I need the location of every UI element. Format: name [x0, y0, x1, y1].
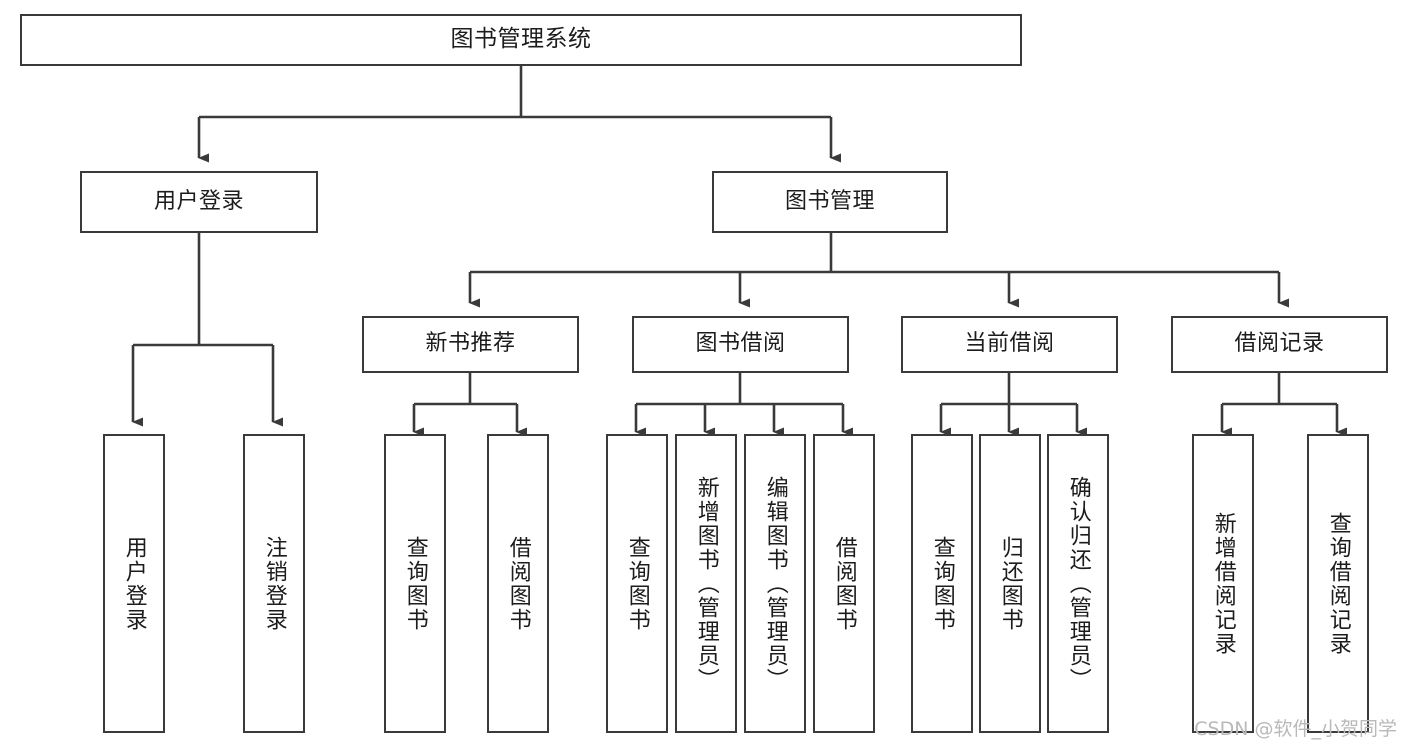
node-leaf-borrow-book[interactable]: 借阅图书	[813, 434, 875, 733]
node-leaf-borrow-book-recommend[interactable]: 借阅图书	[487, 434, 549, 733]
csdn-watermark: CSDN @软件_小贺同学	[1194, 718, 1397, 740]
node-label-leaf-borrow-book-recommend: 借阅图书	[505, 535, 531, 632]
node-leaf-query-book-recommend[interactable]: 查询图书	[384, 434, 446, 733]
node-label-leaf-query-borrow-record: 查询借阅记录	[1325, 511, 1351, 656]
node-label-leaf-query-book-current: 查询图书	[929, 535, 955, 632]
node-user-login[interactable]: 用户登录	[80, 171, 318, 233]
node-leaf-query-borrow-record[interactable]: 查询借阅记录	[1307, 434, 1369, 733]
current-borrow-connectors	[939, 373, 1087, 437]
borrow-record-connectors	[1220, 373, 1347, 437]
node-book-management[interactable]: 图书管理	[712, 171, 948, 233]
node-label-leaf-logout: 注销登录	[261, 535, 287, 632]
user-login-connectors	[131, 233, 283, 427]
node-leaf-user-login[interactable]: 用户登录	[103, 434, 165, 733]
book-borrow-connectors	[634, 373, 853, 437]
node-leaf-confirm-return-admin[interactable]: 确认归还（管理员）	[1047, 434, 1109, 733]
node-label-current-borrow: 当前借阅	[964, 331, 1055, 357]
node-leaf-add-book-admin[interactable]: 新增图书（管理员）	[675, 434, 737, 733]
node-leaf-query-book[interactable]: 查询图书	[606, 434, 668, 733]
node-label-leaf-query-book-recommend: 查询图书	[402, 535, 428, 632]
node-label-new-book-recommend: 新书推荐	[425, 331, 516, 357]
book-manage-connectors	[468, 233, 1289, 308]
node-label-user-login: 用户登录	[153, 188, 244, 214]
new-book-connectors	[412, 373, 527, 437]
node-leaf-query-book-current[interactable]: 查询图书	[911, 434, 973, 733]
node-root-system[interactable]: 图书管理系统	[20, 14, 1022, 66]
node-label-leaf-add-book-admin: 新增图书（管理员）	[693, 475, 719, 692]
node-leaf-add-borrow-record[interactable]: 新增借阅记录	[1192, 434, 1254, 733]
node-current-borrow[interactable]: 当前借阅	[901, 316, 1118, 373]
node-label-book-management: 图书管理	[784, 188, 875, 214]
node-label-leaf-edit-book-admin: 编辑图书（管理员）	[762, 475, 788, 692]
node-label-book-borrow: 图书借阅	[695, 331, 786, 357]
node-borrow-record[interactable]: 借阅记录	[1171, 316, 1388, 373]
node-book-borrow[interactable]: 图书借阅	[632, 316, 849, 373]
node-label-root: 图书管理系统	[450, 26, 592, 53]
node-label-leaf-borrow-book: 借阅图书	[831, 535, 857, 632]
node-label-leaf-return-book: 归还图书	[997, 535, 1023, 632]
node-new-book-recommend[interactable]: 新书推荐	[362, 316, 579, 373]
node-label-leaf-user-login: 用户登录	[121, 535, 147, 632]
node-label-leaf-confirm-return-admin: 确认归还（管理员）	[1065, 475, 1091, 692]
root-connectors	[197, 66, 841, 163]
node-label-borrow-record: 借阅记录	[1234, 331, 1325, 357]
node-leaf-return-book[interactable]: 归还图书	[979, 434, 1041, 733]
node-leaf-edit-book-admin[interactable]: 编辑图书（管理员）	[744, 434, 806, 733]
node-leaf-logout[interactable]: 注销登录	[243, 434, 305, 733]
node-label-leaf-query-book: 查询图书	[624, 535, 650, 632]
node-label-leaf-add-borrow-record: 新增借阅记录	[1210, 511, 1236, 656]
